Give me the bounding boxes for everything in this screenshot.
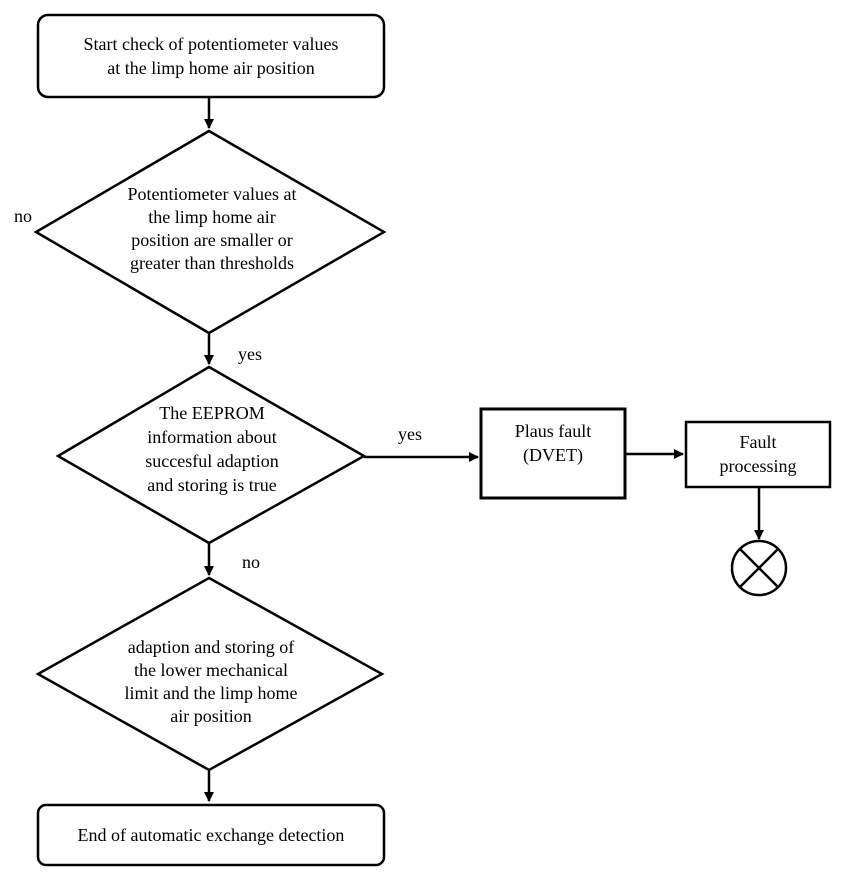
start-node: Start check of potentiometer values at t… [36, 13, 386, 99]
decision3-node: adaption and storing of the lower mechan… [35, 576, 385, 772]
plaus-fault-label-1: Plaus fault [515, 421, 592, 441]
plaus-fault-node: Plaus fault (DVET) [479, 407, 627, 500]
fault-processing-label-2: processing [720, 456, 797, 476]
end-node: End of automatic exchange detection [36, 803, 386, 867]
decision2-no-label: no [242, 552, 260, 572]
decision1-yes-label: yes [238, 344, 262, 364]
start-label-1: Start check of potentiometer values [84, 34, 339, 54]
decision3-label-3: limit and the limp home [125, 683, 298, 703]
decision1-no-label: no [14, 206, 32, 226]
fault-processing-node: Fault processing [684, 420, 832, 489]
plaus-fault-label-2: (DVET) [523, 445, 583, 466]
decision2-yes-label: yes [398, 424, 422, 444]
decision1-label-1: Potentiometer values at [128, 184, 297, 204]
decision3-label-1: adaption and storing of [128, 637, 294, 657]
decision2-label-4: and storing is true [147, 475, 276, 495]
decision1-node: Potentiometer values at the limp home ai… [33, 129, 387, 335]
end-label: End of automatic exchange detection [78, 825, 345, 845]
decision2-label-3: succesful adaption [145, 451, 278, 471]
fault-processing-label-1: Fault [739, 432, 776, 452]
x-circle-icon [730, 539, 788, 597]
decision3-label-2: the lower mechanical [134, 660, 288, 680]
decision2-label-1: The EEPROM [159, 403, 265, 423]
decision1-label-2: the limp home air [148, 207, 275, 227]
decision2-node: The EEPROM information about succesful a… [55, 365, 367, 545]
start-label-2: at the limp home air position [107, 58, 314, 78]
decision1-label-4: greater than thresholds [130, 253, 294, 273]
decision1-label-3: position are smaller or [131, 230, 292, 250]
decision2-label-2: information about [147, 427, 276, 447]
decision3-label-4: air position [170, 706, 252, 726]
